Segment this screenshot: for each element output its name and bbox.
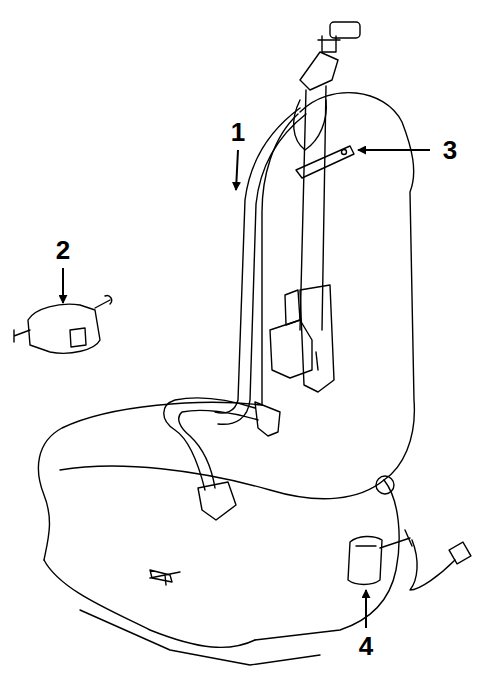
retractor-2-bolt-left xyxy=(14,330,30,342)
seat-frame xyxy=(80,610,320,665)
callout-number: 3 xyxy=(441,137,459,163)
seat-knob xyxy=(376,476,394,494)
seat-cushion-right xyxy=(255,480,399,640)
anchor-cover xyxy=(330,22,360,38)
buckle-slot xyxy=(356,545,376,546)
retractor-2-bolt-right xyxy=(95,296,112,308)
leader-2 xyxy=(62,268,64,303)
belt-strap-edge xyxy=(218,114,306,424)
tongue-plate xyxy=(198,482,236,520)
retractor-body xyxy=(270,320,312,378)
buckle-wire xyxy=(410,540,455,590)
retractor-slot xyxy=(316,352,318,370)
seat-cushion-top xyxy=(60,466,384,499)
retractor-housing xyxy=(285,290,300,325)
belt-latch xyxy=(255,402,280,436)
buckle-stalk xyxy=(380,530,412,548)
lap-belt xyxy=(164,398,255,490)
seat-backrest-side xyxy=(262,114,298,405)
callout-number: 1 xyxy=(229,119,247,145)
anchor-plate xyxy=(300,52,338,90)
leader-4 xyxy=(365,590,367,628)
leader-1 xyxy=(236,150,238,190)
guide-bolt xyxy=(342,150,347,155)
lap-belt-edge xyxy=(179,410,258,488)
belt-strap xyxy=(215,108,300,413)
leader-3 xyxy=(358,149,430,151)
buckle-connector xyxy=(449,542,471,564)
belt-loop xyxy=(294,100,327,150)
seat-cushion xyxy=(38,402,262,560)
belt-strap-vertical xyxy=(300,86,326,330)
seat-bolt xyxy=(150,572,180,585)
retractor-2-detail xyxy=(70,328,86,347)
callout-number: 4 xyxy=(357,633,375,659)
callout-number: 2 xyxy=(54,237,72,263)
retractor-2 xyxy=(28,304,100,353)
anchor-bolt xyxy=(318,36,340,52)
buckle xyxy=(348,536,382,584)
seat-cushion-front xyxy=(44,560,255,647)
retractor-bracket xyxy=(300,285,334,392)
